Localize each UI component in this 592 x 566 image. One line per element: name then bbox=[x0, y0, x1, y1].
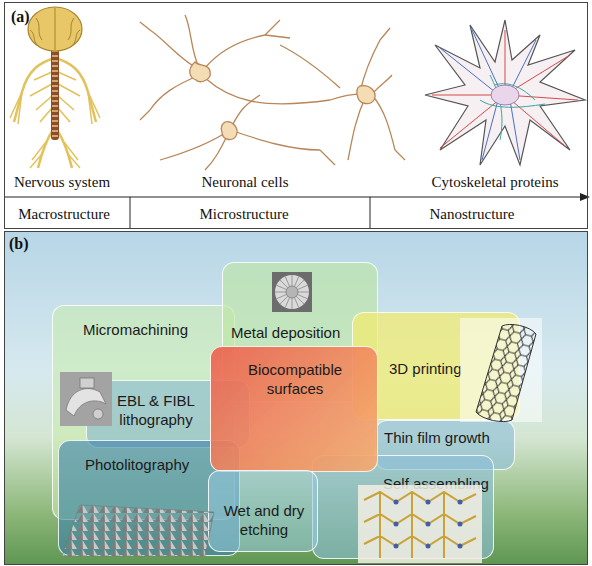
panel-frame: (a) bbox=[4, 2, 588, 229]
scale-label: Macrostructure bbox=[0, 205, 164, 223]
node-label: Biocompatible surfaces bbox=[235, 360, 355, 398]
node-label: Self assembling bbox=[383, 474, 495, 493]
nanotube-picture bbox=[460, 318, 542, 422]
pyramid-array-picture bbox=[62, 505, 214, 556]
neuron-illustration bbox=[140, 15, 405, 170]
scale-label: Nanostructure bbox=[372, 205, 572, 223]
scale-label: Microstructure bbox=[144, 205, 344, 223]
micromachined-part-picture bbox=[60, 372, 112, 426]
gear-picture bbox=[272, 272, 312, 312]
illustration-caption: Neuronal cells bbox=[145, 173, 345, 191]
node-label: EBL & FIBL lithography bbox=[97, 391, 215, 429]
node-label: (b) bbox=[9, 234, 49, 253]
node-label: Wet and dry etching bbox=[214, 501, 314, 539]
cytoskeleton-illustration bbox=[425, 20, 585, 165]
technique-box: Wet and dry etching bbox=[208, 470, 318, 552]
illustration-caption: Cytoskeletal proteins bbox=[395, 173, 592, 191]
node-label: (a) bbox=[11, 7, 51, 26]
technique-box: Biocompatible surfaces bbox=[210, 346, 378, 472]
nervous-system-illustration bbox=[10, 7, 100, 168]
self-assembly-picture bbox=[358, 485, 482, 563]
illustration-caption: Nervous system bbox=[0, 173, 162, 191]
node-label: Thin film growth bbox=[384, 428, 512, 447]
node-label: Micromachining bbox=[83, 320, 223, 339]
panel-frame: (b)MicromachiningMetal deposition3D prin… bbox=[4, 231, 588, 565]
node-label: 3D printing bbox=[389, 359, 509, 378]
